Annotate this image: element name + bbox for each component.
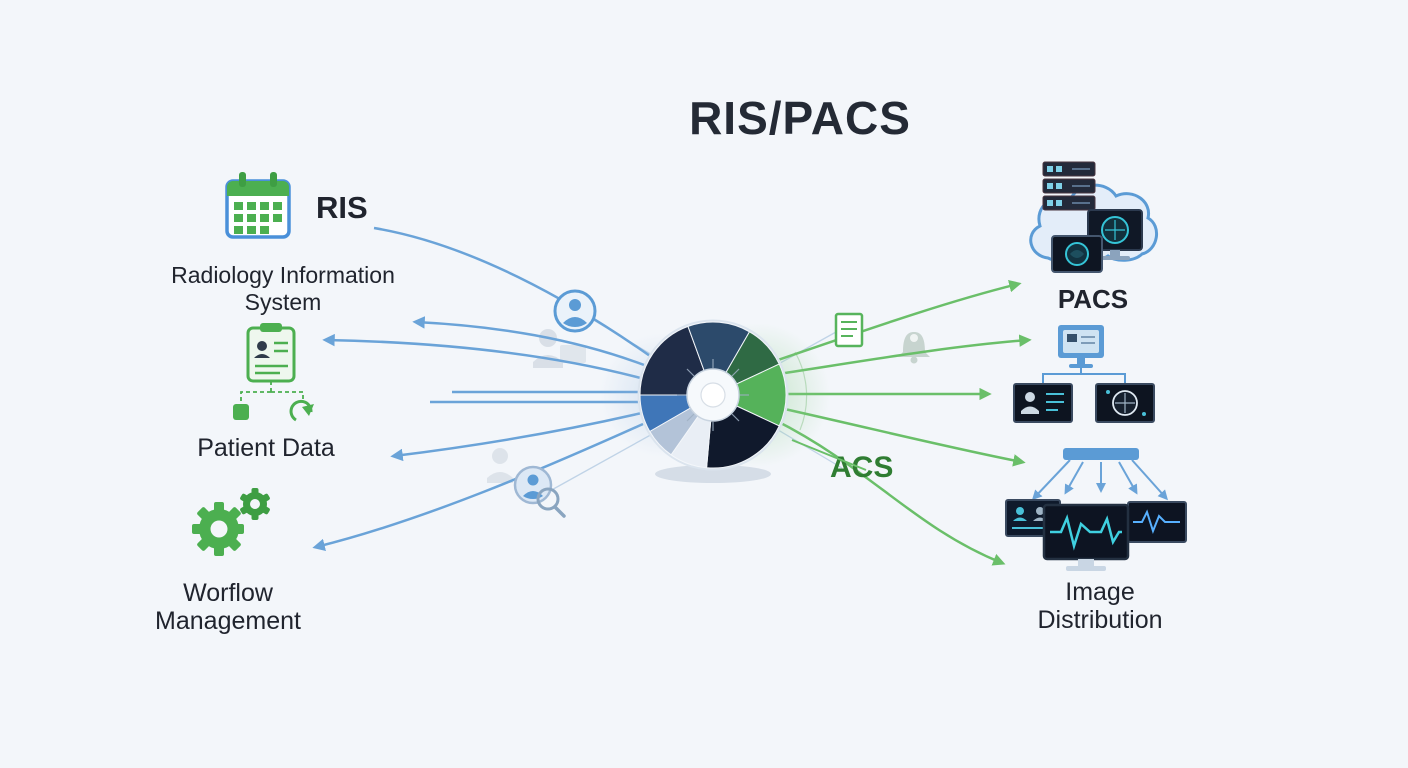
alert-bell-icon	[898, 332, 930, 364]
image-distribution-line1: Image	[1065, 578, 1134, 606]
waveform-monitor-icon	[1042, 503, 1130, 571]
ris-caption-line1: Radiology Information	[171, 262, 395, 288]
ris-label: RIS	[316, 190, 368, 225]
monitor-tree-lines	[1042, 368, 1126, 383]
patient-record-icon	[246, 323, 296, 383]
patient-data-label: Patient Data	[197, 434, 335, 462]
scan-monitor-icon	[1095, 383, 1155, 423]
user-search-icon	[513, 465, 566, 518]
ris-connector-line	[373, 226, 651, 358]
acs-connector	[791, 439, 867, 471]
document-icon	[834, 312, 864, 348]
workflow-label-line2: Management	[155, 607, 301, 635]
distribution-hub-icon	[1031, 448, 1169, 501]
page-title: RIS/PACS	[689, 92, 911, 144]
sync-icon	[233, 381, 314, 422]
scan-monitor-icon	[1013, 383, 1073, 423]
image-distribution-line2: Distribution	[1037, 606, 1162, 634]
pacs-label: PACS	[1058, 284, 1128, 314]
ris-caption-line2: System	[245, 289, 322, 315]
scan-monitor-icon	[1051, 235, 1103, 273]
ghost-user-search-icon	[487, 448, 513, 483]
hub-wheel-icon	[600, 319, 830, 483]
server-stack-icon	[1042, 161, 1096, 211]
arrow-to-workflow	[312, 422, 644, 551]
gears-icon	[192, 488, 270, 556]
user-icon	[553, 289, 597, 333]
monitor-icon	[1058, 325, 1104, 368]
workflow-label-line1: Worflow	[183, 579, 274, 607]
waveform-monitor-icon	[1127, 501, 1187, 543]
calendar-icon	[225, 172, 291, 239]
